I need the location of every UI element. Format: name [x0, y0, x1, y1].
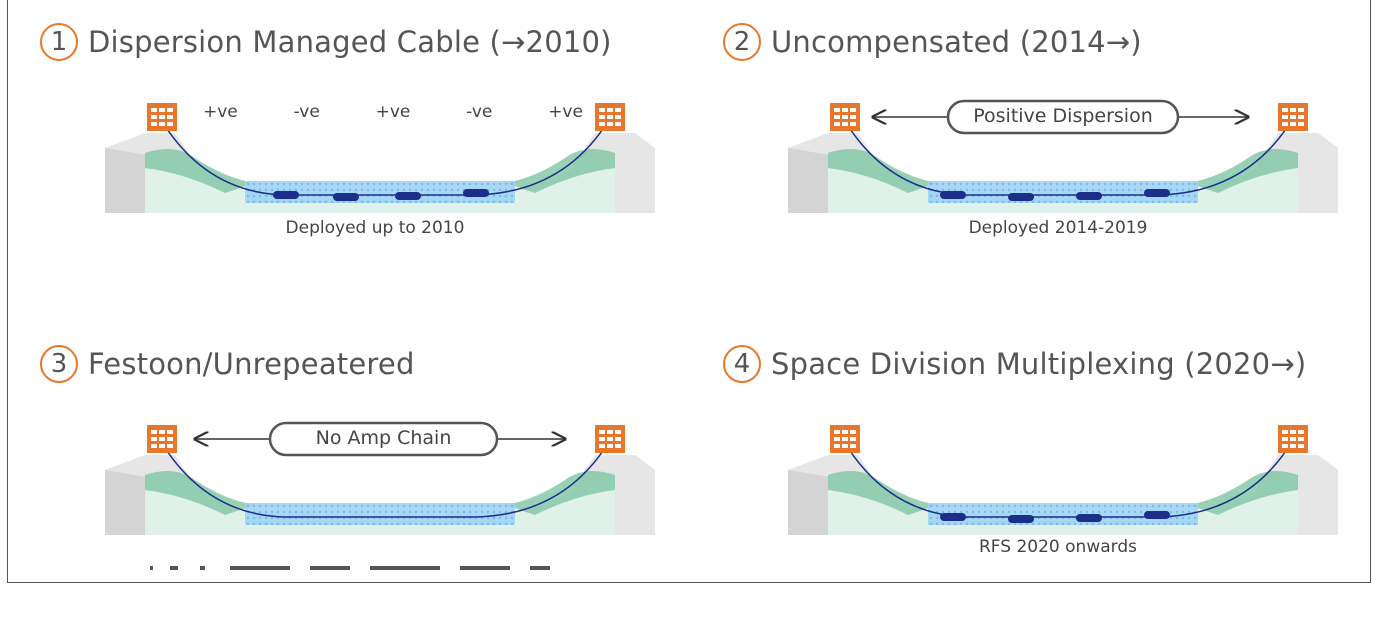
- panel-heading: 1 Dispersion Managed Cable (→2010): [40, 18, 612, 66]
- building-icon: [595, 103, 625, 131]
- panel-caption: RFS 2020 onwards: [979, 537, 1137, 557]
- segment-label: -ve: [466, 102, 493, 122]
- repeater-icon: [940, 191, 966, 199]
- cable-scene: [105, 103, 655, 213]
- link-label: Positive Dispersion: [973, 105, 1153, 127]
- number-circle-icon: 1: [40, 23, 78, 61]
- segment-label: +ve: [203, 102, 238, 122]
- segment-label: -ve: [293, 102, 320, 122]
- building-icon: [1278, 425, 1308, 453]
- diagram-frame: [7, 0, 1371, 583]
- repeater-icon: [940, 513, 966, 521]
- panel-title: Space Division Multiplexing (2020→): [771, 347, 1307, 381]
- cable-scene: [788, 425, 1338, 535]
- number-circle-icon: 4: [723, 345, 761, 383]
- panel-heading: 4 Space Division Multiplexing (2020→): [723, 340, 1306, 388]
- panel-uncompensated: 2 Uncompensated (2014→) Positive Dispers…: [723, 18, 1379, 298]
- panel-title: Uncompensated (2014→): [771, 25, 1142, 59]
- building-icon: [147, 425, 177, 453]
- segment-label: +ve: [375, 102, 411, 122]
- panel-festoon: 3 Festoon/Unrepeatered No Amp Chain: [40, 340, 700, 620]
- panel-heading: 2 Uncompensated (2014→): [723, 18, 1142, 66]
- cut-off-text-fragment: [150, 566, 550, 570]
- building-icon: [830, 425, 860, 453]
- segment-label: +ve: [548, 102, 583, 122]
- building-icon: [147, 103, 177, 131]
- cable-scene: [105, 421, 655, 535]
- panel-sdm: 4 Space Division Multiplexing (2020→) RF…: [723, 340, 1379, 620]
- building-icon: [830, 103, 860, 131]
- number-circle-icon: 3: [40, 345, 78, 383]
- cable-scene: [788, 99, 1338, 213]
- panel-caption: Deployed 2014-2019: [968, 218, 1148, 238]
- panel-title: Dispersion Managed Cable (→2010): [88, 25, 612, 59]
- building-icon: [595, 425, 625, 453]
- repeater-icon: [273, 191, 299, 199]
- number-circle-icon: 2: [723, 23, 761, 61]
- panel-title: Festoon/Unrepeatered: [88, 347, 415, 381]
- segment-labels: +ve -ve +ve -ve +ve: [203, 102, 583, 126]
- panel-heading: 3 Festoon/Unrepeatered: [40, 340, 415, 388]
- link-label: No Amp Chain: [315, 427, 452, 449]
- panel-dispersion-managed: 1 Dispersion Managed Cable (→2010) +ve -…: [40, 18, 700, 298]
- panel-caption: Deployed up to 2010: [285, 218, 465, 238]
- building-icon: [1278, 103, 1308, 131]
